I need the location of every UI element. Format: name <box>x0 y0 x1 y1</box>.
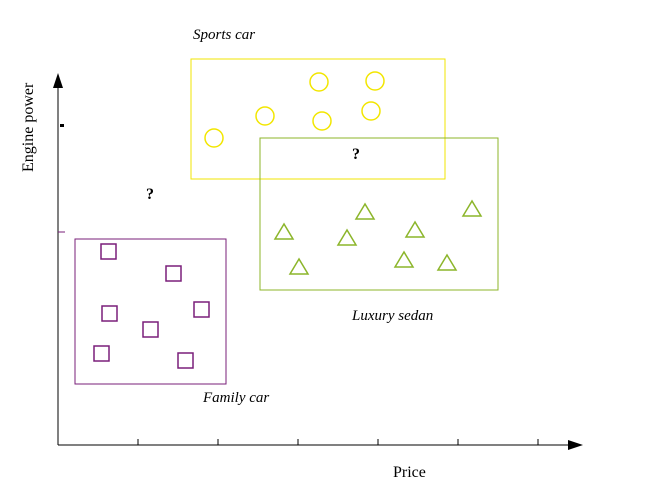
y-tick <box>60 124 64 127</box>
unknown-point-marker: ? <box>352 146 360 163</box>
square-marker <box>165 265 182 282</box>
y-axis-label: Engine power <box>20 82 37 172</box>
square-marker <box>101 305 118 322</box>
x-axis-label: Price <box>393 464 426 481</box>
circle-marker <box>361 101 381 121</box>
luxury-sedan-region <box>259 137 499 291</box>
unknown-points: ? ? <box>146 146 360 203</box>
sports-car-region <box>190 58 446 180</box>
sports-car-points <box>204 71 385 148</box>
circle-marker <box>312 111 332 131</box>
luxury-sedan-label: Luxury sedan <box>351 308 433 324</box>
square-marker <box>177 352 194 369</box>
triangle-marker <box>354 202 376 220</box>
x-axis-arrowhead <box>568 440 583 450</box>
y-ticks <box>58 124 65 233</box>
triangle-marker <box>273 222 295 240</box>
square-marker <box>100 243 117 260</box>
y-axis-arrowhead <box>53 73 63 88</box>
circle-marker <box>309 72 329 92</box>
triangle-marker <box>288 257 310 275</box>
triangle-marker <box>404 220 426 238</box>
axes: Price Engine power <box>20 73 583 481</box>
luxury-sedan-points <box>273 199 483 275</box>
circle-marker <box>204 128 224 148</box>
unknown-point-marker: ? <box>146 186 154 203</box>
circle-marker <box>255 106 275 126</box>
triangle-marker <box>336 228 358 246</box>
circle-marker <box>365 71 385 91</box>
triangle-marker <box>436 253 458 271</box>
family-car-region <box>74 238 227 385</box>
triangle-marker <box>461 199 483 217</box>
square-marker <box>142 321 159 338</box>
x-ticks <box>137 439 539 445</box>
sports-car-group: Sports car <box>190 27 446 180</box>
luxury-sedan-group: Luxury sedan <box>259 137 499 324</box>
triangle-marker <box>393 250 415 268</box>
family-car-group: Family car <box>74 238 269 406</box>
square-marker <box>193 301 210 318</box>
sports-car-label: Sports car <box>193 27 255 43</box>
family-car-label: Family car <box>202 390 269 406</box>
family-car-points <box>93 243 210 369</box>
square-marker <box>93 345 110 362</box>
